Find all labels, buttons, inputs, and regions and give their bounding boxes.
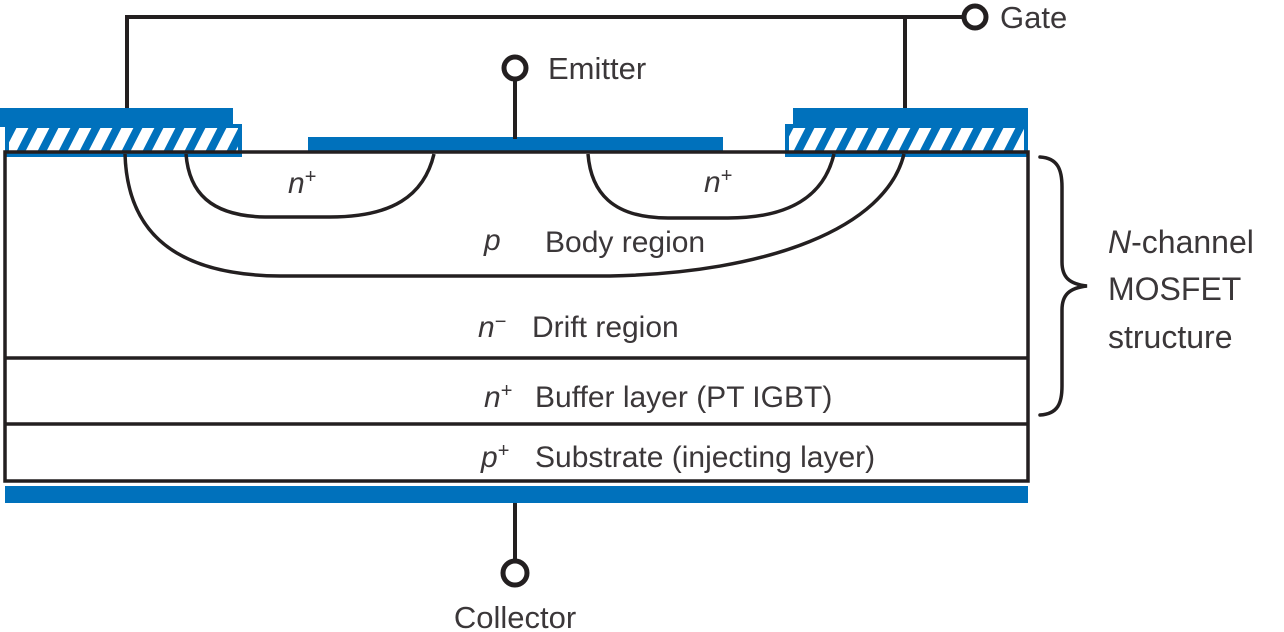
collector-metal (5, 486, 1028, 503)
right-n-plus-superscript: + (721, 165, 733, 187)
right-gate-electrode (785, 108, 1028, 157)
buffer-doping-superscript: + (501, 380, 513, 402)
left-n-plus-symbol: n (288, 167, 305, 200)
body-region-label: p Body region (483, 224, 705, 259)
emitter-terminal-node (501, 54, 529, 82)
left-n-plus-superscript: + (305, 166, 317, 188)
right-n-plus-symbol: n (704, 166, 721, 199)
buffer-layer-label: n+ Buffer layer (PT IGBT) (484, 380, 832, 414)
mosfet-structure-annotation: N-channel MOSFET structure (1108, 224, 1254, 355)
body-region-text: Body region (545, 226, 705, 259)
annotation-line1: N-channel (1108, 224, 1254, 260)
gate-wire (125, 15, 962, 110)
p-body-junction-curve (123, 153, 906, 278)
left-gate-electrode (0, 108, 242, 157)
right-gate-metal (793, 108, 1028, 127)
right-gate-poly-hatch (785, 124, 1028, 157)
buffer-layer-text: Buffer layer (PT IGBT) (535, 381, 832, 414)
annotation-line2: MOSFET (1108, 271, 1241, 307)
gate-terminal-node (961, 3, 989, 31)
body-doping-symbol: p (483, 224, 501, 257)
mosfet-structure-brace (1038, 155, 1088, 417)
drift-doping-symbol: n (478, 311, 495, 344)
drift-region-label: n− Drift region (478, 311, 679, 344)
right-n-plus-label: n+ (704, 165, 732, 199)
gate-label: Gate (1000, 0, 1067, 35)
right-n-plus-well-curve (586, 153, 836, 220)
emitter-label: Emitter (548, 51, 646, 86)
annotation-channel-text: -channel (1131, 224, 1254, 260)
annotation-n-italic: N (1108, 224, 1132, 260)
collector-label: Collector (454, 600, 576, 632)
emitter-metal (308, 137, 723, 153)
left-n-plus-well-curve (184, 153, 436, 219)
silicon-body-outline (3, 150, 1030, 483)
left-n-plus-label: n+ (288, 166, 316, 200)
buffer-doping-symbol: n (484, 381, 501, 414)
substrate-doping-symbol: p (480, 441, 498, 474)
annotation-line3: structure (1108, 319, 1232, 355)
drift-doping-superscript: − (495, 311, 507, 333)
drift-region-text: Drift region (532, 311, 679, 344)
substrate-label: p+ Substrate (injecting layer) (480, 440, 875, 474)
substrate-text: Substrate (injecting layer) (535, 441, 875, 474)
left-gate-metal (0, 108, 233, 127)
substrate-doping-superscript: + (498, 440, 510, 462)
collector-terminal-node (500, 558, 530, 588)
